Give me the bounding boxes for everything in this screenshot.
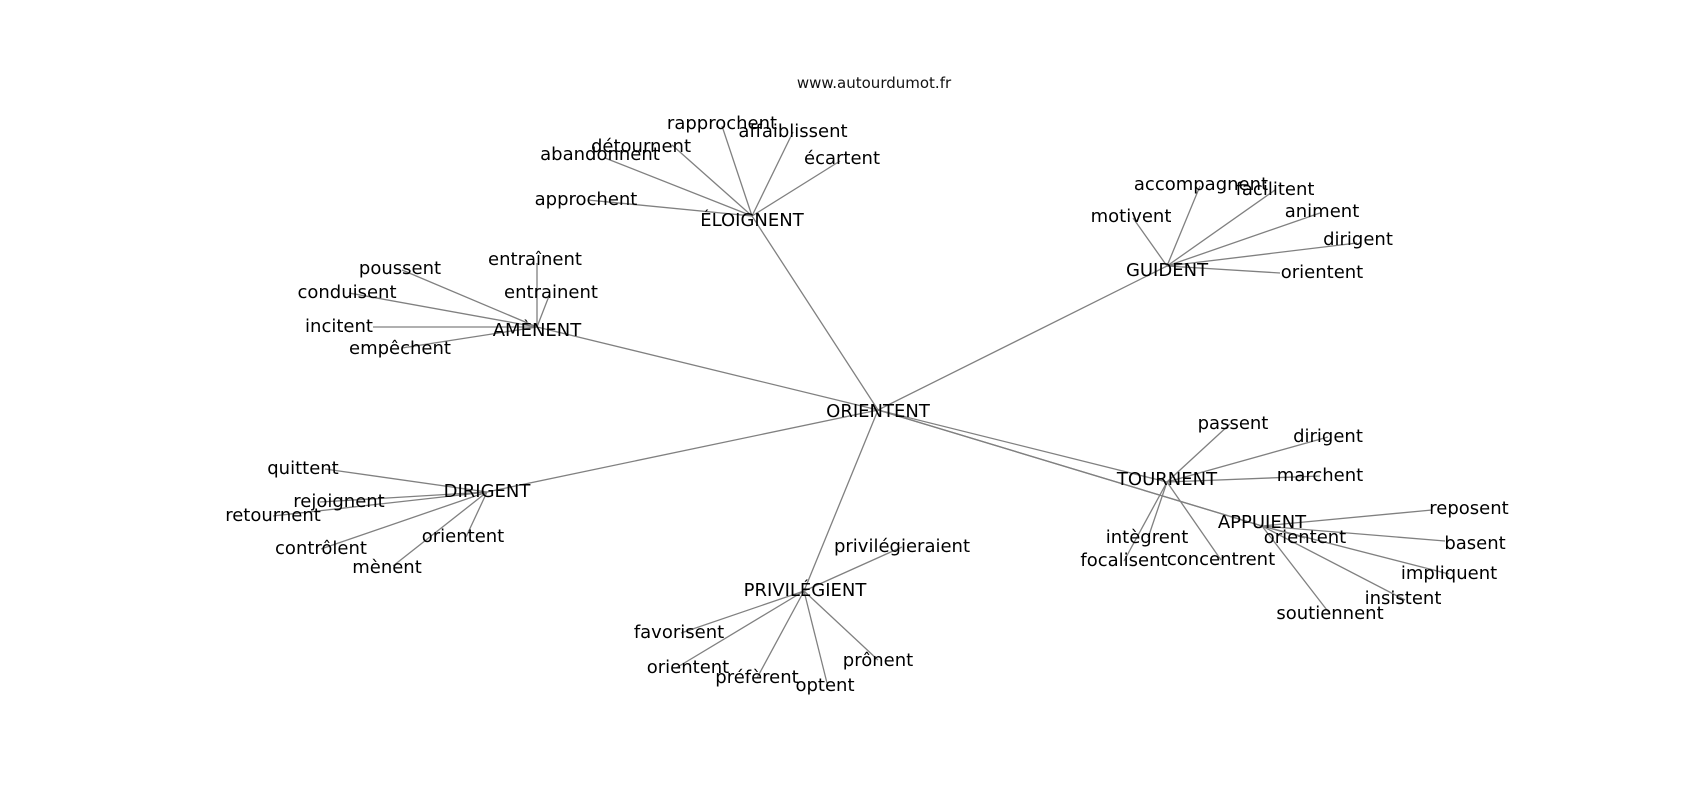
- node-leaf[interactable]: approchent: [535, 189, 638, 210]
- edge-hub-leaf: [604, 157, 753, 217]
- node-hub[interactable]: ÉLOIGNENT: [700, 209, 804, 231]
- edge-hub-leaf: [803, 590, 879, 661]
- edge-hub-leaf: [465, 491, 488, 538]
- node-leaf[interactable]: rejoignent: [293, 491, 384, 512]
- node-hub[interactable]: DIRIGENT: [444, 481, 532, 502]
- edge-hub-leaf: [680, 590, 805, 634]
- edge-hub-leaf: [1166, 189, 1276, 267]
- edge-hub-leaf: [1166, 212, 1321, 267]
- node-hub[interactable]: TOURNENT: [1116, 469, 1218, 490]
- edge-root-hub: [536, 326, 879, 411]
- edge-hub-leaf: [1166, 475, 1321, 483]
- edge-hub-leaf: [392, 491, 488, 567]
- edge-layer: [272, 125, 1450, 684]
- edge-hub-leaf: [319, 491, 488, 503]
- edge-cross-link: [877, 409, 1263, 527]
- node-leaf[interactable]: marchent: [1277, 465, 1363, 486]
- edge-hub-leaf: [1261, 525, 1450, 575]
- node-leaf[interactable]: prônent: [843, 650, 913, 671]
- edge-hub-leaf: [1166, 481, 1222, 561]
- node-leaf[interactable]: orientent: [1264, 527, 1347, 548]
- node-leaf[interactable]: soutiennent: [1276, 603, 1383, 624]
- edge-hub-leaf: [1261, 525, 1406, 601]
- edge-hub-leaf: [348, 292, 538, 328]
- edge-hub-leaf: [320, 491, 488, 550]
- edge-hub-leaf: [1132, 217, 1168, 267]
- edge-hub-leaf: [1261, 509, 1433, 527]
- edge-hub-leaf: [1166, 265, 1281, 274]
- node-leaf[interactable]: affaiblissent: [738, 121, 847, 142]
- node-leaf[interactable]: dirigent: [1293, 426, 1363, 447]
- node-leaf[interactable]: entraînent: [488, 249, 582, 270]
- node-leaf[interactable]: optent: [795, 675, 854, 696]
- edge-root-hub: [877, 409, 1168, 483]
- node-leaf[interactable]: motivent: [1091, 206, 1172, 227]
- node-leaf[interactable]: concentrent: [1167, 549, 1275, 570]
- edge-hub-leaf: [1166, 242, 1358, 267]
- edge-hub-leaf: [675, 590, 805, 669]
- edge-hub-leaf: [1147, 481, 1168, 539]
- label-layer: ORIENTENTÉLOIGNENTapprochentabandonnentd…: [225, 113, 1509, 696]
- edge-hub-leaf: [401, 326, 538, 349]
- node-leaf[interactable]: poussent: [359, 258, 441, 279]
- node-leaf[interactable]: écartent: [804, 148, 880, 169]
- edge-hub-leaf: [671, 144, 753, 217]
- node-leaf[interactable]: conduisent: [297, 282, 396, 303]
- edge-hub-leaf: [1166, 185, 1201, 267]
- edge-hub-leaf: [803, 546, 903, 592]
- node-leaf[interactable]: abandonnent: [540, 144, 660, 165]
- node-leaf[interactable]: entrainent: [504, 282, 598, 303]
- node-leaf[interactable]: facilitent: [1236, 179, 1315, 200]
- edge-hub-leaf: [721, 125, 753, 217]
- edge-hub-leaf: [272, 491, 488, 517]
- node-leaf[interactable]: retournent: [225, 505, 321, 526]
- edge-root-hub: [486, 409, 879, 493]
- edge-root-hub: [803, 409, 879, 592]
- node-leaf[interactable]: orientent: [1281, 262, 1364, 283]
- edge-root-hub: [877, 265, 1168, 411]
- node-hub[interactable]: APPUIENT: [1218, 512, 1307, 533]
- edge-hub-leaf: [751, 131, 794, 217]
- edge-hub-leaf: [1166, 423, 1231, 483]
- node-leaf[interactable]: orientent: [422, 526, 505, 547]
- node-leaf[interactable]: mènent: [352, 557, 422, 578]
- edge-hub-leaf: [756, 590, 805, 679]
- node-hub[interactable]: PRIVILÉGIENT: [744, 579, 868, 601]
- node-leaf[interactable]: intègrent: [1106, 527, 1189, 548]
- node-leaf[interactable]: accompagnent: [1134, 174, 1268, 195]
- edge-hub-leaf: [587, 199, 753, 217]
- edge-root-hub: [751, 215, 879, 411]
- edge-hub-leaf: [1261, 525, 1331, 615]
- node-leaf[interactable]: reposent: [1429, 498, 1508, 519]
- node-leaf[interactable]: orientent: [647, 657, 730, 678]
- edge-hub-leaf: [324, 468, 488, 493]
- node-leaf[interactable]: favorisent: [634, 622, 724, 643]
- node-leaf[interactable]: incitent: [305, 316, 373, 337]
- node-leaf[interactable]: détournent: [591, 136, 691, 157]
- node-leaf[interactable]: préfèrent: [715, 667, 798, 688]
- node-root[interactable]: ORIENTENT: [826, 401, 931, 422]
- node-leaf[interactable]: focalisent: [1080, 550, 1167, 571]
- node-leaf[interactable]: contrôlent: [275, 538, 367, 559]
- node-leaf[interactable]: basent: [1444, 533, 1505, 554]
- site-url: www.autourdumot.fr: [797, 74, 952, 92]
- edge-hub-leaf: [751, 160, 841, 217]
- node-leaf[interactable]: privilégieraient: [834, 536, 970, 557]
- node-leaf[interactable]: passent: [1198, 413, 1269, 434]
- node-hub[interactable]: AMÈNENT: [493, 319, 583, 341]
- node-leaf[interactable]: dirigent: [1323, 229, 1393, 250]
- edge-hub-leaf: [803, 590, 828, 684]
- node-leaf[interactable]: rapprochent: [667, 113, 777, 134]
- edge-hub-leaf: [401, 269, 538, 328]
- node-leaf[interactable]: quittent: [267, 458, 339, 479]
- node-leaf[interactable]: empêchent: [349, 338, 451, 359]
- node-leaf[interactable]: impliquent: [1401, 563, 1497, 584]
- edge-hub-leaf: [536, 295, 550, 328]
- node-hub[interactable]: GUIDENT: [1126, 260, 1209, 281]
- edge-hub-leaf: [1166, 436, 1329, 483]
- edge-hub-leaf: [1261, 525, 1446, 542]
- node-leaf[interactable]: insistent: [1365, 588, 1442, 609]
- node-leaf[interactable]: animent: [1285, 201, 1360, 222]
